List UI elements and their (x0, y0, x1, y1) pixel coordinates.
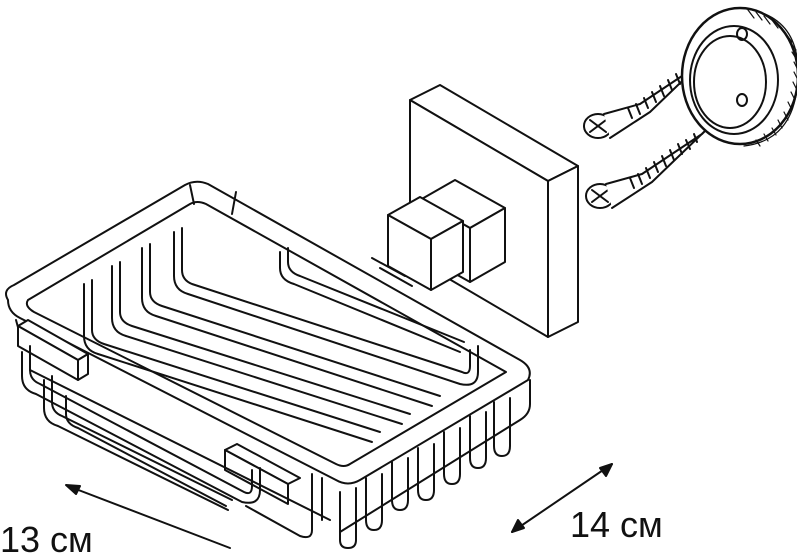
front-wires (21, 345, 261, 511)
wood-screw (583, 59, 705, 139)
soap-basket (5, 180, 531, 549)
connector-block (371, 179, 506, 291)
basket-wires (83, 227, 479, 443)
wood-screw (585, 129, 707, 209)
width-dimension-label: 13 см (0, 519, 93, 560)
round-mounting-flange (680, 6, 797, 147)
depth-dimension-arrow (511, 463, 613, 533)
depth-dimension-label: 14 см (570, 504, 663, 545)
width-dimension-arrow (65, 484, 231, 549)
side-wires (245, 397, 511, 549)
